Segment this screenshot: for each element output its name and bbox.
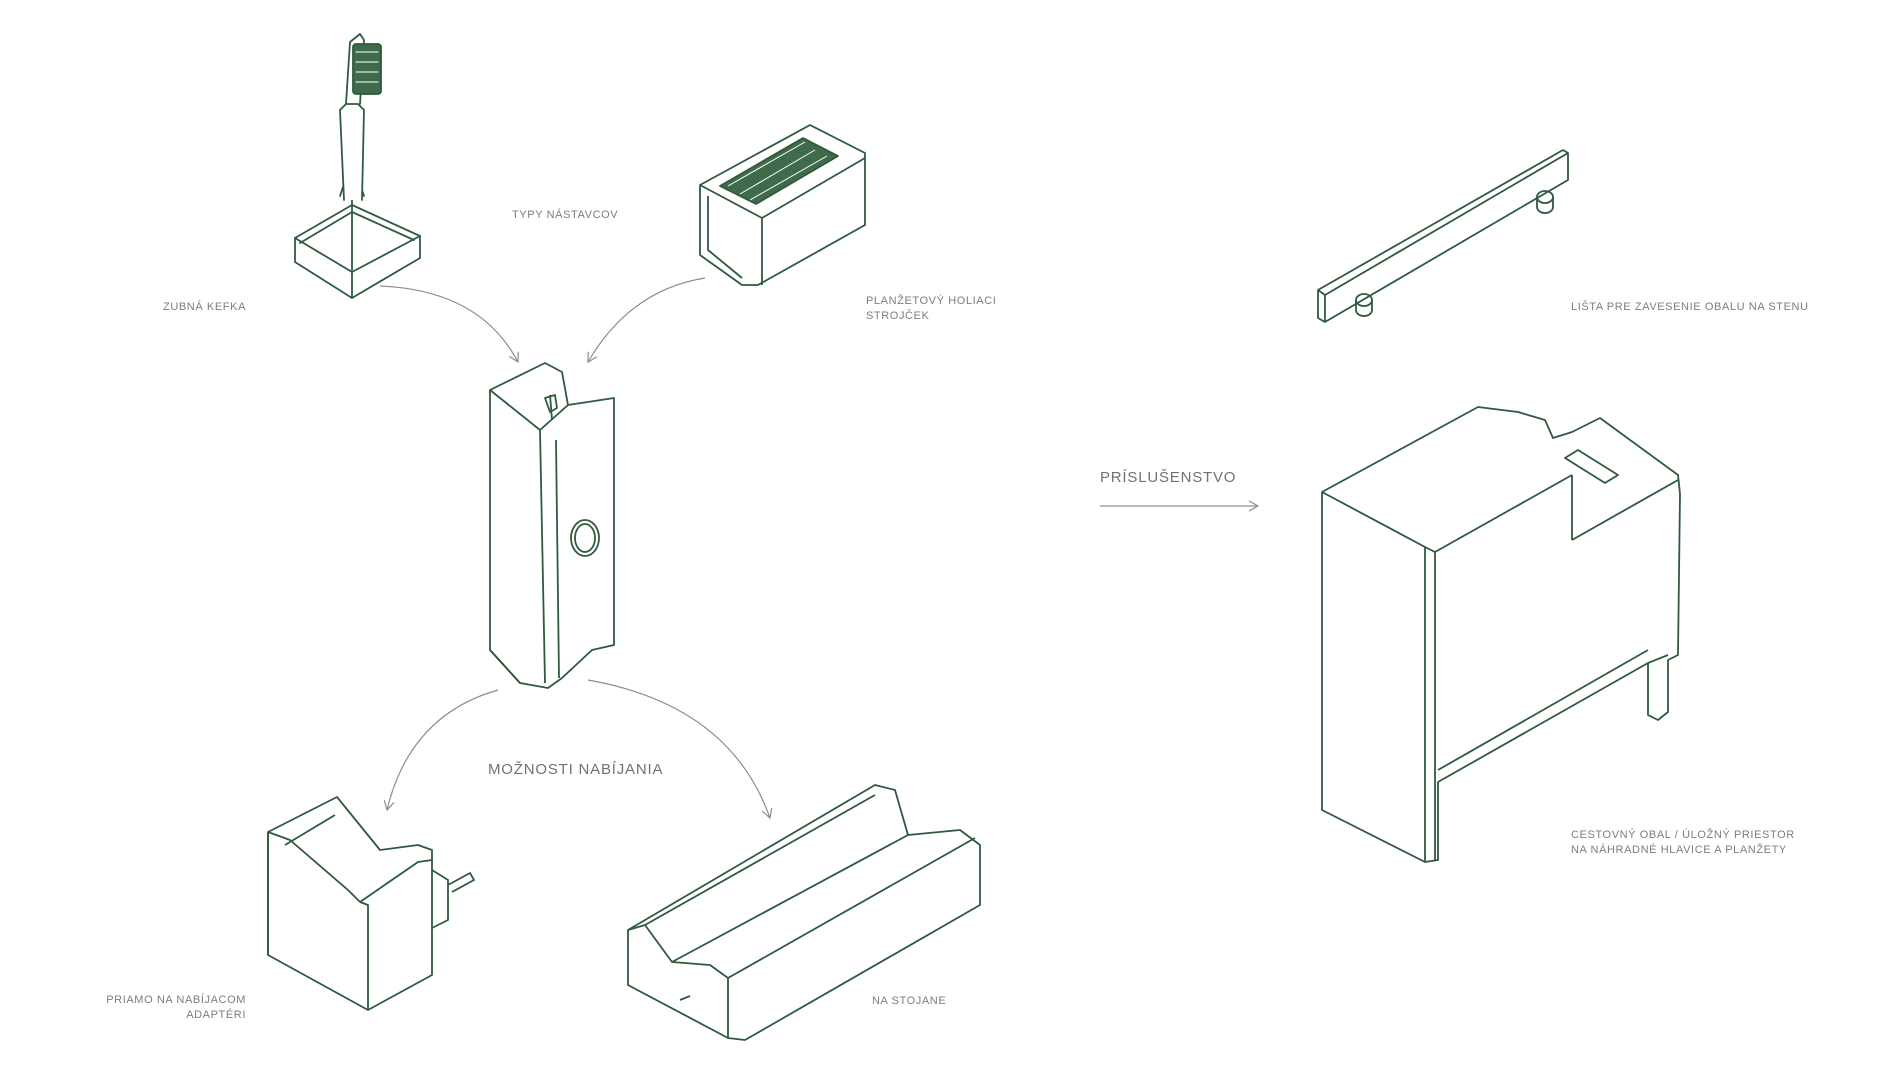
label-accessories: PRÍSLUŠENSTVO (1100, 469, 1237, 486)
label-foil-shaver: PLANŽETOVÝ HOLIACI STROJČEK (866, 294, 996, 324)
label-travel-case: CESTOVNÝ OBAL / ÚLOŽNÝ PRIESTOR NA NÁHRA… (1571, 828, 1795, 858)
label-adapter-line2: ADAPTÉRI (186, 1009, 246, 1021)
charging-adapter (267, 796, 475, 1011)
arrow-toothbrush-to-handle (379, 285, 519, 364)
arrow-shaver-to-handle (587, 277, 706, 364)
label-foil-shaver-line1: PLANŽETOVÝ HOLIACI (866, 295, 997, 307)
arrow-handle-to-stand (587, 679, 773, 820)
label-toothbrush: ZUBNÁ KEFKA (163, 301, 247, 313)
label-foil-shaver-line2: STROJČEK (866, 310, 930, 322)
travel-case (1321, 406, 1681, 863)
label-charging-options: MOŽNOSTI NABÍJANIA (488, 761, 664, 778)
toothbrush-attachment (294, 33, 421, 299)
label-adapter-line1: PRIAMO NA NABÍJACOM (106, 994, 246, 1006)
label-wall-rail: LIŠTA PRE ZAVESENIE OBALU NA STENU (1571, 301, 1809, 313)
arrow-handle-to-adapter (383, 689, 499, 812)
label-travel-case-line1: CESTOVNÝ OBAL / ÚLOŽNÝ PRIESTOR (1571, 829, 1795, 841)
handle-unit (489, 362, 615, 689)
wall-rail (1317, 149, 1569, 323)
flow-arrows (379, 277, 1260, 820)
charging-stand (627, 784, 981, 1041)
label-adapter: PRIAMO NA NABÍJACOM ADAPTÉRI (100, 993, 246, 1023)
label-stand: NA STOJANE (872, 995, 947, 1007)
label-travel-case-line2: NA NÁHRADNÉ HLAVICE A PLANŽETY (1571, 844, 1787, 856)
foil-shaver-attachment (699, 124, 866, 286)
label-attachment-types: TYPY NÁSTAVCOV (512, 209, 619, 221)
